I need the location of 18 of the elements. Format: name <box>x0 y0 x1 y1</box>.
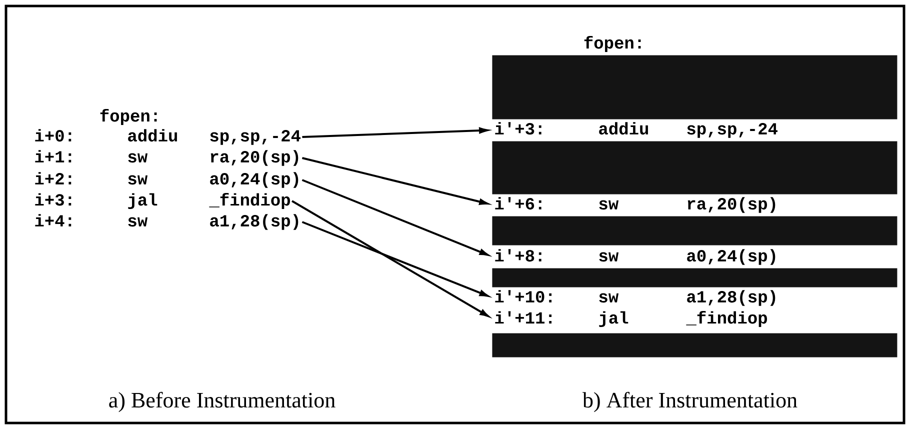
label: fopen: <box>100 108 157 126</box>
redacted-bar <box>492 333 898 358</box>
code-line: i+2: sw a0,24(sp) <box>35 172 298 188</box>
code-line: i'+3: addiu sp,sp,-24 <box>495 122 778 138</box>
caption: a) Before Instrumentation <box>109 392 336 412</box>
code-line: i'+6: sw ra,20(sp) <box>495 197 776 213</box>
code-line: i+3: jal _findiop <box>35 192 290 210</box>
code-line: i+0: addiu sp,sp,-24 <box>35 129 300 145</box>
code-line: i'+10: sw a1,28(sp) <box>495 290 776 306</box>
code-line: i'+11: jal _findiop <box>495 310 767 328</box>
code-line: i'+8: sw a0,24(sp) <box>495 249 776 265</box>
redacted-bar <box>492 216 898 246</box>
code-line: i+4: sw a1,28(sp) <box>35 214 298 230</box>
redacted-bar <box>492 141 898 194</box>
caption: b) After Instrumentation <box>582 392 798 412</box>
code-line: i+1: sw ra,20(sp) <box>35 150 298 166</box>
redacted-bar <box>492 55 898 120</box>
redacted-bar <box>492 268 898 288</box>
